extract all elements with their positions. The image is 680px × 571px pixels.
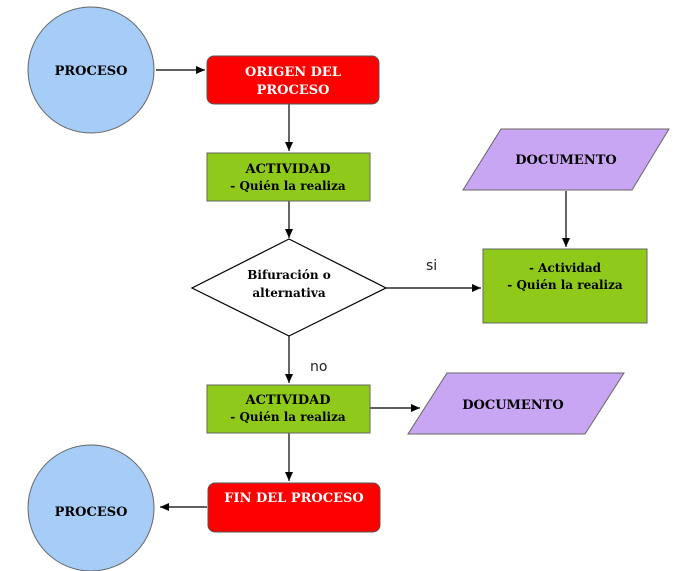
activity-1-subtitle: - Quién la realiza: [230, 179, 346, 193]
document-bottom-node: DOCUMENTO: [407, 372, 625, 435]
process-start-node: PROCESO: [27, 6, 155, 134]
activity-yes-node: - Actividad - Quién la realiza: [482, 248, 648, 324]
origin-node: ORIGEN DEL PROCESO: [206, 55, 380, 105]
edge-label-si: si: [426, 258, 437, 274]
origin-label-line1: ORIGEN DEL: [245, 65, 341, 80]
end-label: FIN DEL PROCESO: [224, 491, 363, 506]
decision-diamond: [190, 238, 388, 337]
document-top-node: DOCUMENTO: [462, 128, 670, 191]
process-end-circle: [27, 444, 155, 571]
decision-node: Bifuración o alternativa: [190, 238, 388, 337]
activity-2-box: [206, 384, 371, 434]
process-end-node: PROCESO: [27, 444, 155, 571]
activity-yes-line2: - Quién la realiza: [507, 278, 623, 292]
activity-2-title: ACTIVIDAD: [245, 393, 331, 408]
document-top-label: DOCUMENTO: [515, 153, 616, 168]
end-box: [207, 482, 381, 533]
process-end-label: PROCESO: [55, 505, 128, 520]
edges: [156, 66, 570, 511]
activity-yes-line1: - Actividad: [529, 261, 602, 275]
activity-2-subtitle: - Quién la realiza: [230, 410, 346, 424]
edge-label-no: no: [310, 359, 327, 375]
origin-label-line2: PROCESO: [257, 83, 330, 98]
process-start-label: PROCESO: [55, 64, 128, 79]
activity-1-box: [206, 152, 371, 202]
document-bottom-label: DOCUMENTO: [462, 398, 563, 413]
decision-label-line1: Bifuración o: [247, 268, 330, 282]
document-bottom-shape: [407, 372, 625, 435]
origin-box: [206, 55, 380, 105]
activity-1-node: ACTIVIDAD - Quién la realiza: [206, 152, 371, 202]
process-start-circle: [27, 6, 155, 134]
activity-yes-box: [482, 248, 648, 324]
activity-1-title: ACTIVIDAD: [245, 162, 331, 177]
activity-2-node: ACTIVIDAD - Quién la realiza: [206, 384, 371, 434]
document-top-shape: [462, 128, 670, 191]
end-node: FIN DEL PROCESO: [207, 482, 381, 533]
decision-label-line2: alternativa: [252, 286, 325, 300]
